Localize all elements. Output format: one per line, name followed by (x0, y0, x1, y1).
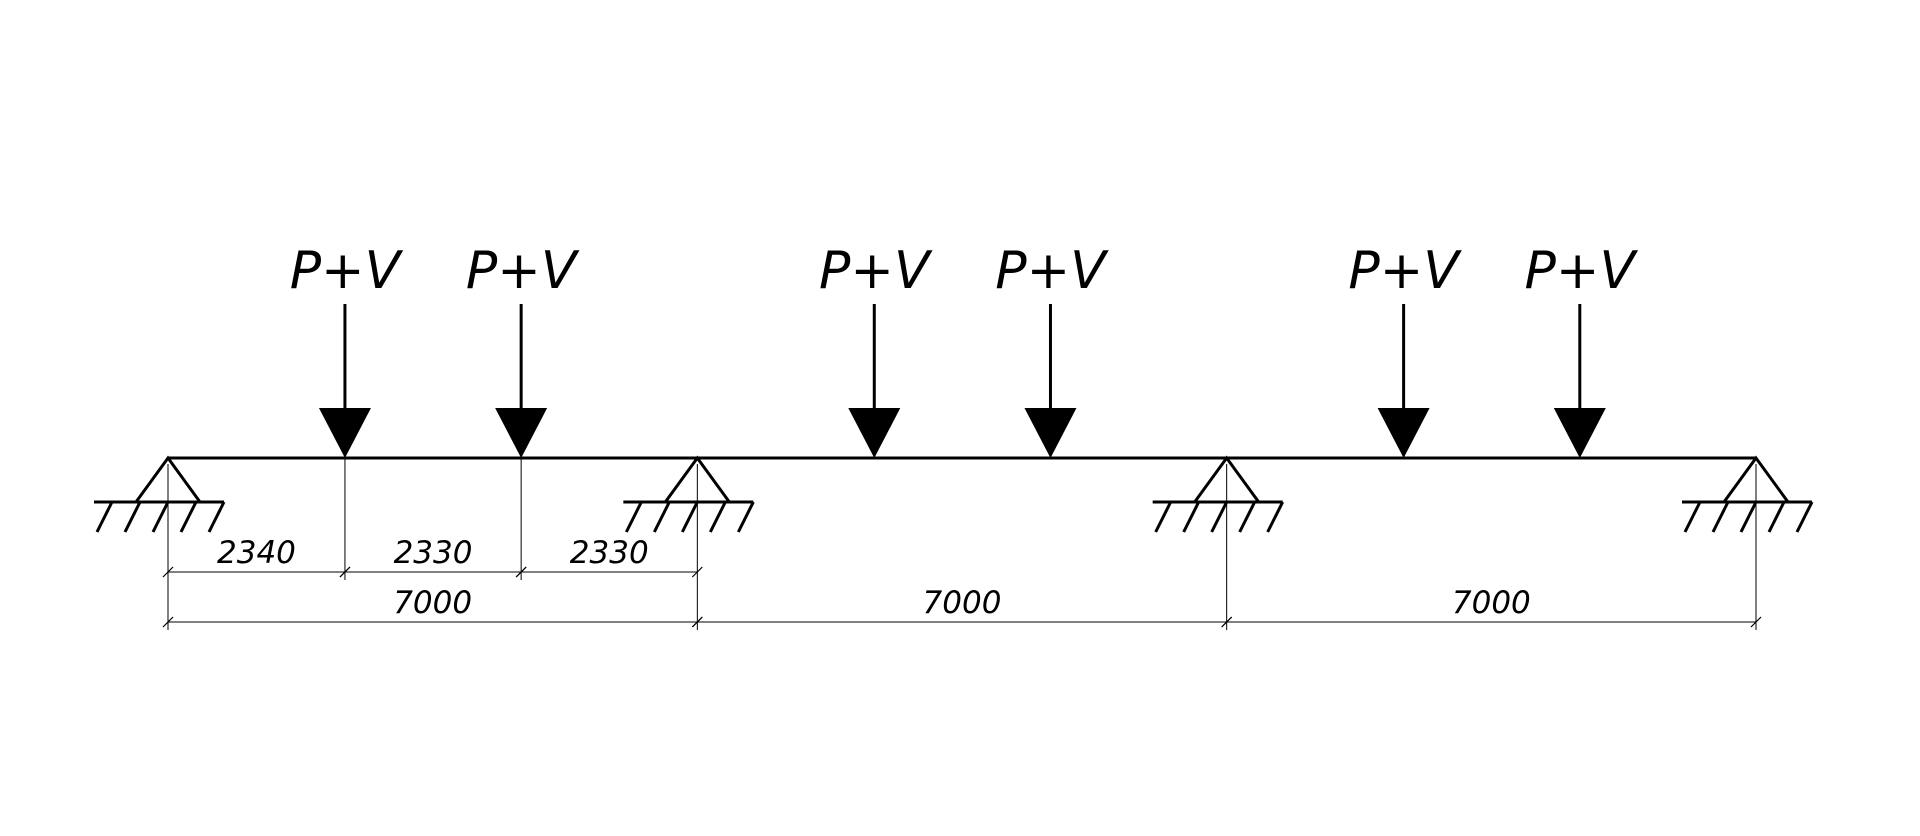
support-triangle (134, 455, 202, 503)
load-label: P+V (1525, 241, 1639, 301)
load-4: P+V (995, 241, 1109, 458)
span-dimension-label: 7000 (923, 585, 1002, 621)
support-hatch (1739, 501, 1758, 533)
loads-group: P+V P+V P+V P+V P+V P+V (290, 241, 1639, 458)
load-label: P+V (819, 241, 933, 301)
support-hatch (151, 501, 170, 533)
load-2: P+V (466, 241, 580, 458)
dimension-tick (1221, 616, 1233, 628)
load-arrow-head (1553, 408, 1606, 458)
support-hatch (624, 501, 643, 533)
dimension-tick (162, 566, 174, 578)
support-hatch (1266, 501, 1285, 533)
support-4 (1682, 455, 1814, 533)
load-label: P+V (1348, 241, 1462, 301)
support-hatch (1767, 501, 1786, 533)
support-hatch (1238, 501, 1257, 533)
load-label: P+V (466, 241, 580, 301)
support-hatch (1711, 501, 1730, 533)
support-hatch (652, 501, 671, 533)
sub-dimension-label: 2330 (570, 535, 649, 571)
dimension-tick (339, 566, 351, 578)
dimension-tick (691, 566, 703, 578)
support-hatch (207, 501, 226, 533)
load-arrow-head (495, 408, 548, 458)
support-hatch (736, 501, 755, 533)
sub-dimension-label: 2340 (217, 535, 296, 571)
load-arrow-head (318, 408, 371, 458)
dimension-tick (691, 616, 703, 628)
load-5: P+V (1348, 241, 1462, 458)
span-dimension-label: 7000 (1452, 585, 1531, 621)
load-3: P+V (819, 241, 933, 458)
support-triangle (1193, 455, 1260, 503)
load-1: P+V (290, 241, 404, 458)
load-arrow-head (848, 408, 901, 458)
dimension-tick (1750, 616, 1762, 628)
support-hatch (179, 501, 198, 533)
support-hatch (1795, 501, 1814, 533)
supports-group (94, 455, 1814, 533)
sub-dimension-label: 2330 (394, 535, 473, 571)
load-label: P+V (290, 241, 404, 301)
support-3 (1152, 455, 1285, 533)
support-triangle (664, 455, 731, 503)
span-dimension-label: 7000 (393, 585, 472, 621)
support-hatch (1210, 501, 1229, 533)
support-1 (94, 455, 226, 533)
support-hatch (1182, 501, 1201, 533)
support-hatch (680, 501, 699, 533)
support-triangle (1722, 455, 1790, 503)
support-hatch (1154, 501, 1173, 533)
dimension-tick (515, 566, 527, 578)
support-hatch (1683, 501, 1702, 533)
load-arrow-head (1024, 408, 1077, 458)
support-hatch (95, 501, 114, 533)
dimensions-group: 2340 2330 2330 7000 7000 7000 (162, 458, 1762, 630)
load-arrow-head (1377, 408, 1430, 458)
load-6: P+V (1525, 241, 1639, 458)
dimension-tick (162, 616, 174, 628)
load-label: P+V (995, 241, 1109, 301)
support-hatch (708, 501, 727, 533)
support-hatch (123, 501, 142, 533)
support-2 (623, 455, 755, 533)
